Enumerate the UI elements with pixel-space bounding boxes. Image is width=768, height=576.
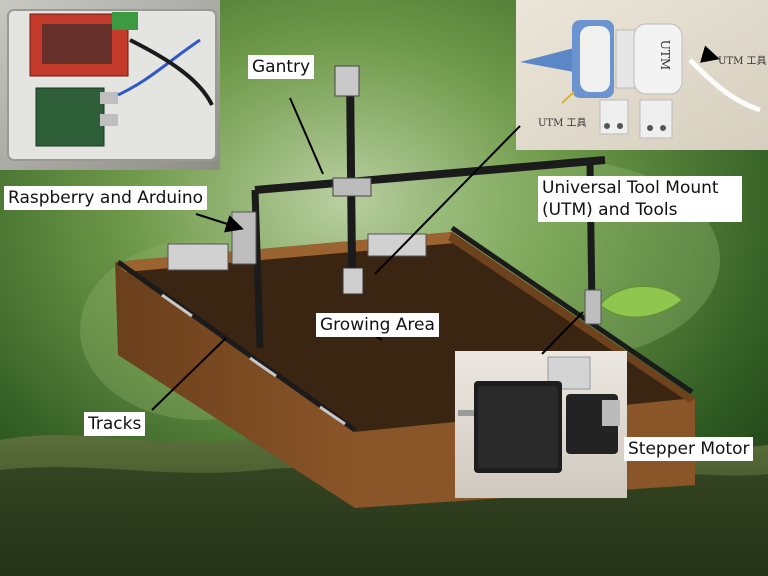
raspberry-label: Raspberry and Arduino — [4, 186, 208, 210]
leaf — [599, 285, 683, 318]
raspberry-arrow — [195, 213, 244, 233]
annotation-arrows — [151, 97, 584, 411]
stepper-label: Stepper Motor — [624, 437, 754, 461]
tracks-label: Tracks — [84, 412, 146, 436]
utm-collar-mark: UTM — [658, 39, 673, 71]
tracks-arrow — [151, 337, 227, 411]
growing-area-label: Growing Area — [316, 313, 439, 337]
utm-mark-left: UTM 工具 — [538, 118, 587, 129]
utm-mark-right: UTM 工具 — [718, 56, 767, 67]
stepper-inset — [455, 351, 627, 498]
utm-arrow — [374, 125, 521, 275]
gantry — [167, 65, 606, 349]
gantry-arrow — [289, 97, 324, 175]
gantry-label: Gantry — [248, 55, 315, 79]
stepper-arrow — [541, 311, 584, 355]
utm-label: Universal Tool Mount (UTM) and Tools — [538, 176, 742, 222]
utm-inset — [516, 0, 768, 150]
tracks — [116, 225, 694, 433]
raspberry-inset — [0, 0, 220, 170]
